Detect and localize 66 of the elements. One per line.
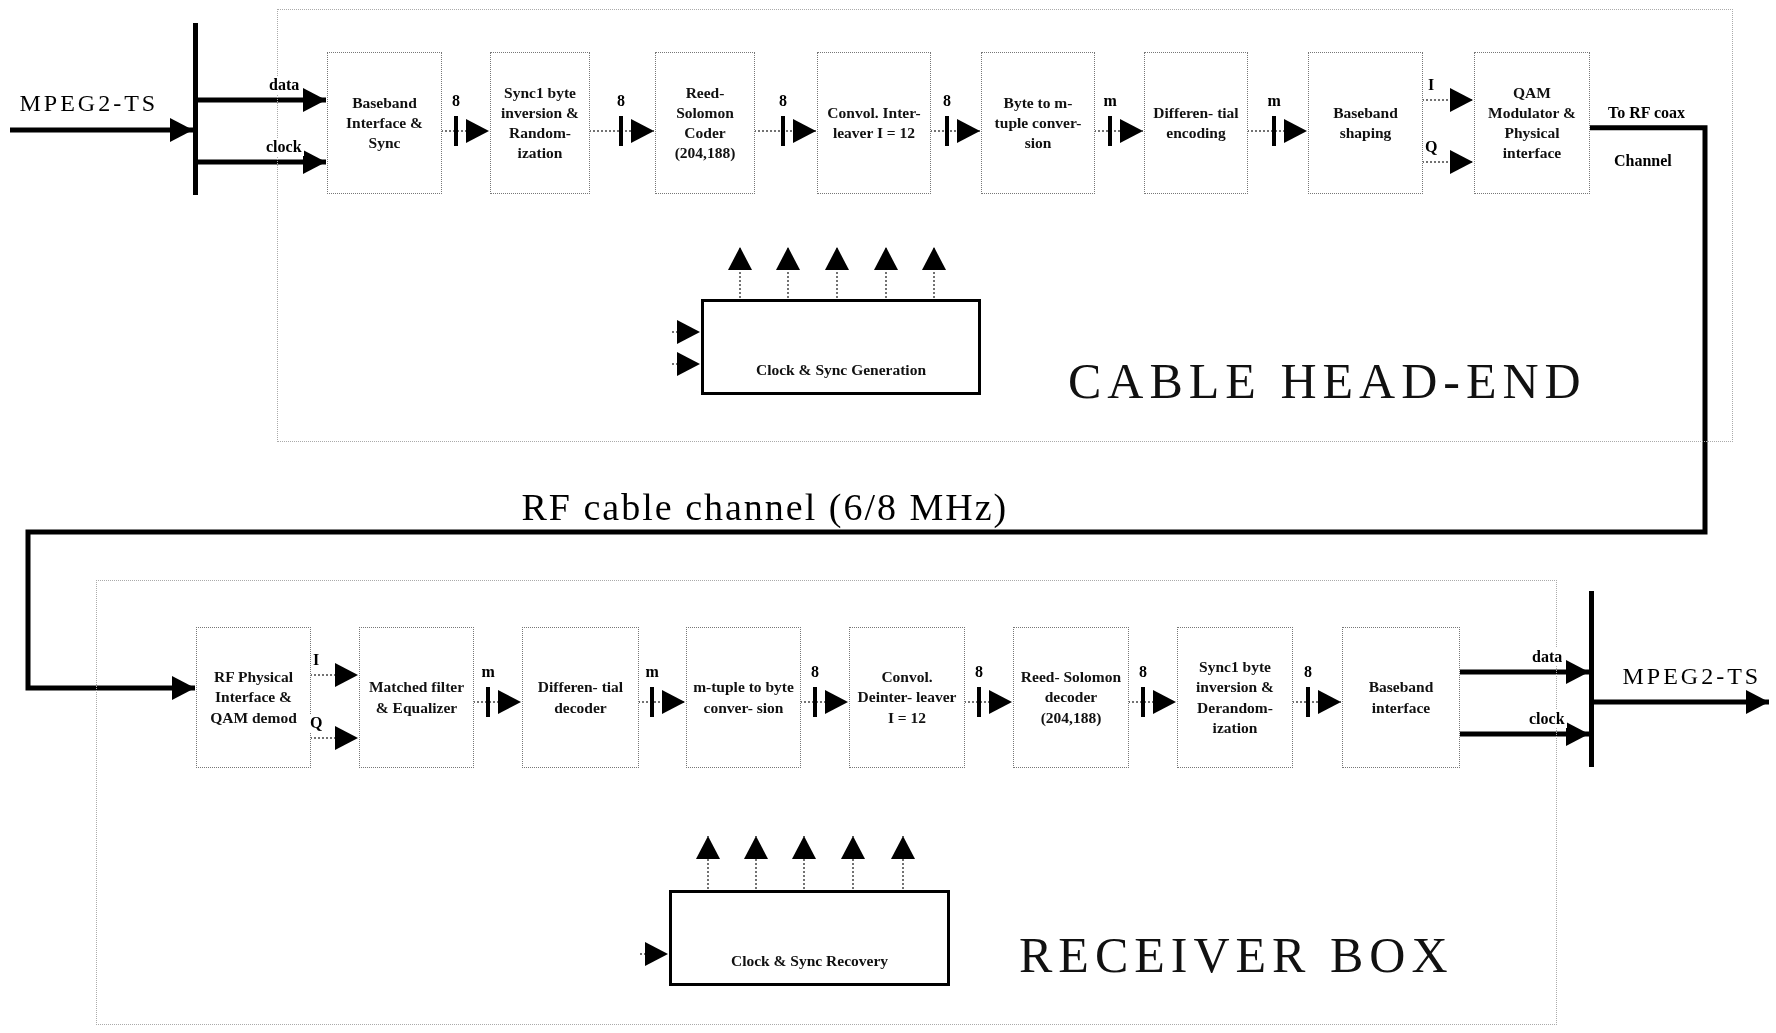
edge-label: clock [264, 138, 304, 156]
box-label: Sync1 byte inversion & Random- ization [500, 82, 580, 164]
bus-bar [193, 23, 198, 195]
arrow [891, 835, 915, 890]
arrow [639, 942, 669, 966]
process-box [1308, 52, 1423, 194]
process-box [1013, 627, 1129, 768]
clock-unit-box [669, 890, 950, 986]
box-label: RF Physical Interface & QAM demod [209, 667, 298, 728]
process-box [1144, 52, 1248, 194]
edge-label: clock [1527, 710, 1567, 728]
box-label: Convol. Inter- leaver I = 12 [826, 102, 922, 143]
box-label: Convol. Deinter- leaver I = 12 [856, 667, 958, 728]
clock-unit-box [701, 299, 981, 395]
process-box [327, 52, 442, 194]
edge-label: data [267, 76, 302, 94]
process-box [1177, 627, 1293, 768]
bus-bar [1589, 591, 1594, 767]
arrow [696, 835, 720, 890]
arrow [922, 246, 946, 299]
arrow [1459, 722, 1589, 746]
panel-heading: CABLE HEAD-END [1068, 356, 1587, 406]
box-label: Matched filter & Equalizer [367, 677, 466, 718]
edge-label: Q [308, 714, 325, 732]
box-label: QAM Modulator & Physical interface [1487, 82, 1577, 164]
arrow [825, 246, 849, 299]
process-box [196, 627, 311, 768]
box-label: Byte to m-tuple conver- sion [993, 92, 1083, 154]
arrow [1594, 690, 1769, 714]
process-box [490, 52, 590, 194]
process-box [1342, 627, 1460, 768]
arrow [198, 150, 326, 174]
process-box [655, 52, 755, 194]
arrow [776, 246, 800, 299]
arrow [728, 246, 752, 299]
box-label: Baseband Interface & Sync [345, 92, 424, 154]
arrow [1459, 660, 1589, 684]
process-box [817, 52, 931, 194]
arrow [671, 320, 701, 344]
box-label: Baseband interface [1367, 677, 1435, 718]
box-label: Reed- Solomon Coder (204,188) [673, 82, 737, 164]
box-label: Differen- tial decoder [536, 677, 625, 718]
process-box [1474, 52, 1590, 194]
process-box [981, 52, 1095, 194]
box-label: Clock & Sync Recovery [730, 950, 889, 971]
panel-heading: RECEIVER BOX [1019, 930, 1454, 980]
process-box [522, 627, 639, 768]
arrow [841, 835, 865, 890]
box-label: Reed- Solomon decoder (204,188) [1019, 667, 1123, 728]
box-label: Clock & Sync Generation [755, 359, 927, 380]
process-box [849, 627, 965, 768]
box-label: Differen- tial encoding [1152, 102, 1240, 143]
box-label: m-tuple to byte conver- sion [692, 677, 795, 718]
arrow [874, 246, 898, 299]
box-label: Sync1 byte inversion & Derandom- ization [1195, 657, 1275, 738]
edge-label: Q [1423, 138, 1440, 156]
arrow [744, 835, 768, 890]
edge-label: data [1530, 648, 1565, 666]
box-label: Baseband shaping [1332, 102, 1399, 143]
arrow [198, 88, 326, 112]
process-box [686, 627, 801, 768]
arrow [792, 835, 816, 890]
process-box [359, 627, 474, 768]
arrow [671, 352, 701, 376]
arrow [25, 125, 1708, 701]
arrow [10, 118, 193, 142]
